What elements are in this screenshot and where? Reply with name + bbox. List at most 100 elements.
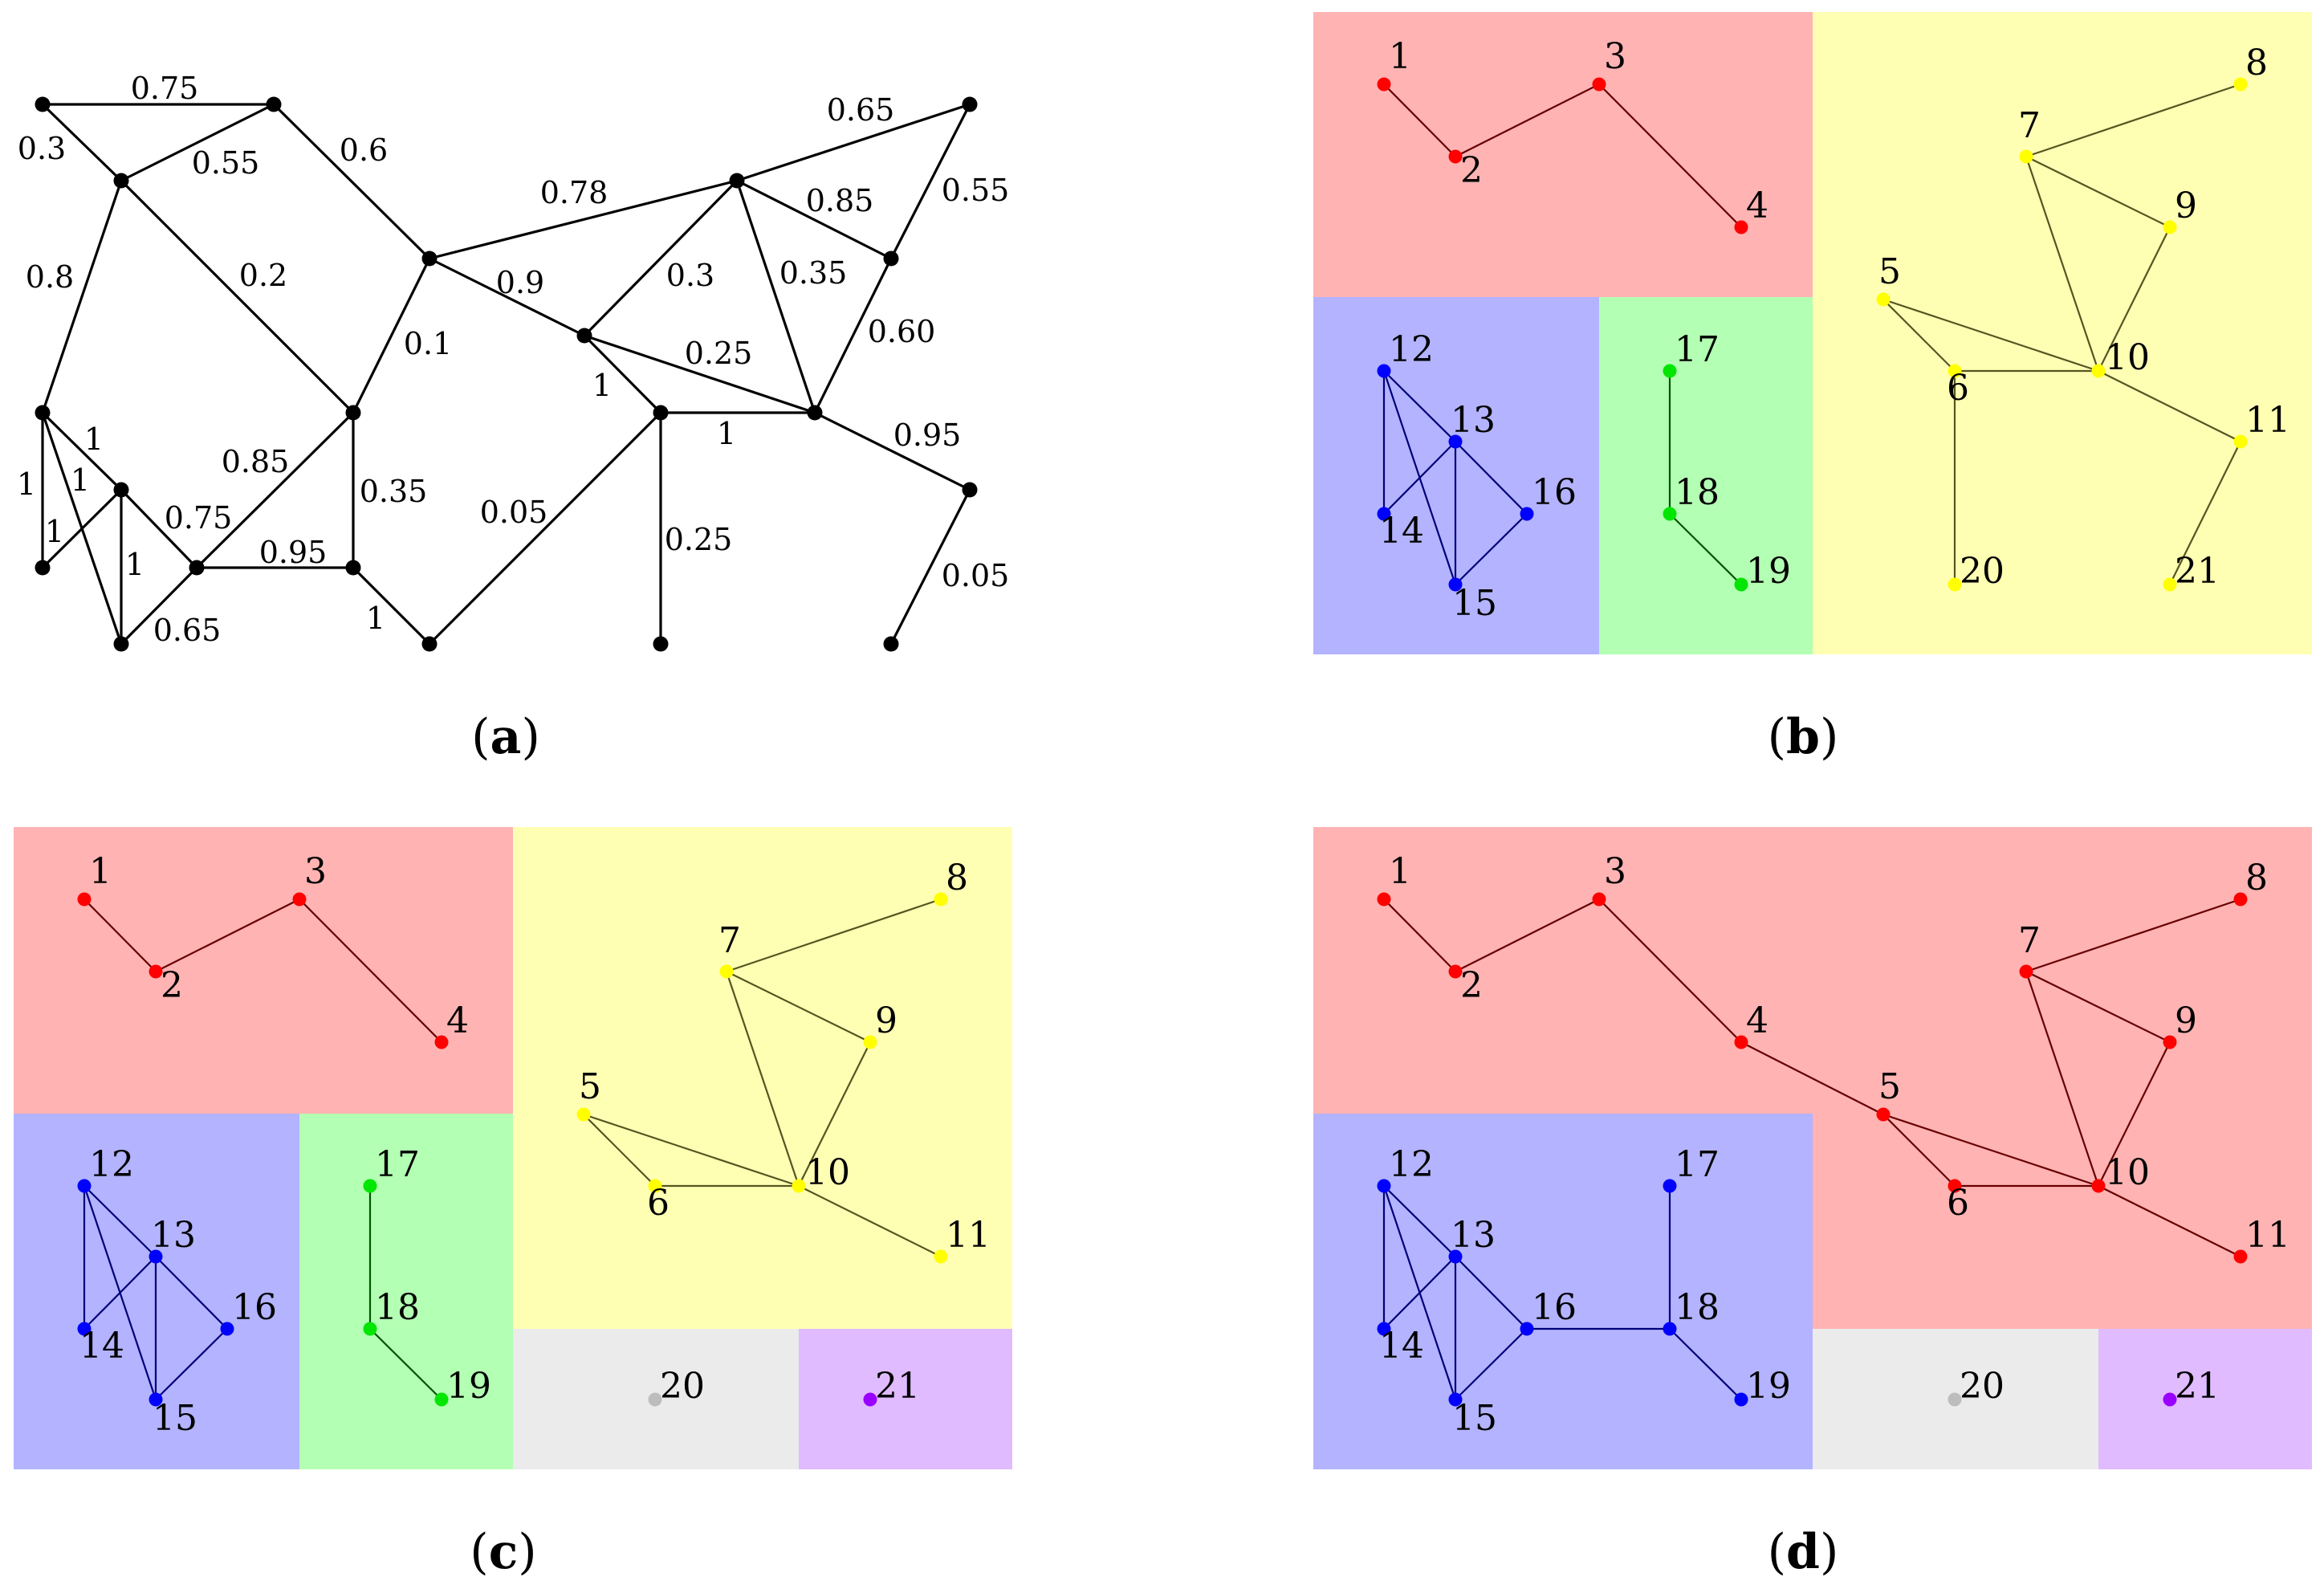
- panel-b-edge-9-10: [2098, 226, 2171, 372]
- panel-d-node-label-14: 14: [1379, 1326, 1424, 1367]
- edge-a-e10: [736, 103, 971, 182]
- panel-c-node-4: [434, 1035, 449, 1049]
- edge-a-e16: [584, 334, 816, 414]
- panel-d-edge-5-6: [1882, 1114, 1956, 1187]
- node-a20: [962, 482, 978, 498]
- panel-c-edge-7-8: [726, 898, 942, 973]
- panel-c-edge-7-10: [725, 971, 800, 1187]
- edge-a-e11: [736, 179, 892, 260]
- panel-c-node-label-17: 17: [375, 1144, 420, 1185]
- edge-weight-label-a-e30: 1: [71, 462, 90, 498]
- edge-weight-label-a-e8: 0.78: [540, 175, 608, 210]
- panel-c-node-21: [863, 1392, 877, 1407]
- edge-weight-label-a-e27: 0.75: [165, 500, 233, 536]
- panel-c-node-label-15: 15: [153, 1398, 197, 1439]
- panel-c-node-label-20: 20: [660, 1366, 705, 1407]
- panel-d-node-label-16: 16: [1532, 1287, 1577, 1328]
- edge-weight-label-a-e1: 0.75: [131, 71, 199, 106]
- node-a2: [266, 96, 282, 112]
- panel-c-node-17: [363, 1179, 377, 1193]
- panel-b-region-green: [1599, 297, 1813, 654]
- edge-weight-label-a-e16: 0.25: [685, 336, 753, 371]
- panel-c-node-label-13: 13: [151, 1215, 196, 1256]
- edge-weight-label-a-e29: 1: [17, 466, 36, 502]
- panel-c-node-10: [792, 1179, 806, 1193]
- panel-b-node-label-4: 4: [1746, 185, 1768, 226]
- panel-d-node-label-7: 7: [2018, 920, 2041, 961]
- panel-b-node-label-16: 16: [1532, 472, 1577, 513]
- panel-b-edge-15-16: [1455, 513, 1528, 585]
- edge-a-e14: [735, 180, 816, 414]
- panel-b-node-10: [2091, 364, 2106, 378]
- panel-d-node-18: [1663, 1322, 1677, 1336]
- panel-d-node-label-9: 9: [2175, 1000, 2197, 1041]
- panel-b-node-19: [1734, 577, 1748, 592]
- panel-b-node-15: [1448, 577, 1463, 592]
- panel-b-node-label-11: 11: [2245, 400, 2290, 441]
- panel-b-edge-13-16: [1455, 441, 1528, 515]
- panel-b-edge-1-2: [1383, 84, 1456, 157]
- panel-b-node-label-14: 14: [1379, 511, 1424, 552]
- panel-b-node-label-19: 19: [1746, 551, 1791, 592]
- node-a17: [653, 405, 669, 421]
- panel-c-edge-13-14: [83, 1256, 157, 1330]
- panel-d-edge-4-5: [1740, 1041, 1884, 1115]
- edge-a-e22: [428, 411, 662, 646]
- panel-d-node-1: [1377, 892, 1391, 907]
- panel-d-node-label-19: 19: [1746, 1366, 1791, 1407]
- edge-a-e2: [41, 103, 123, 182]
- node-a7: [189, 560, 205, 576]
- panel-c-node-20: [648, 1392, 662, 1407]
- panel-d-edge-9-10: [2098, 1041, 2171, 1187]
- edge-a-e4: [272, 103, 431, 260]
- panel-c-node-13: [149, 1249, 163, 1264]
- panel-d-node-label-1: 1: [1389, 851, 1411, 892]
- panel-b-node-12: [1377, 364, 1391, 378]
- panel-c-edge-13-16: [155, 1256, 228, 1330]
- edge-weight-label-a-e24: 0.35: [360, 474, 428, 509]
- edge-weight-label-a-e26: 0.95: [259, 535, 328, 570]
- panel-d-node-label-5: 5: [1878, 1066, 1901, 1107]
- panel-c-node-label-10: 10: [805, 1152, 850, 1193]
- node-a16: [883, 251, 899, 267]
- panel-b-node-label-8: 8: [2245, 43, 2268, 84]
- panel-d-edge-2-3: [1455, 898, 1600, 972]
- node-a19: [653, 636, 669, 652]
- edge-weight-label-a-e23: 1: [366, 601, 385, 636]
- panel-d-node-3: [1592, 892, 1606, 907]
- node-a12: [421, 636, 438, 652]
- panel-b-node-1: [1377, 77, 1391, 92]
- edge-weight-label-a-e7: 0.1: [404, 326, 452, 361]
- panel-d-node-16: [1520, 1322, 1534, 1336]
- edge-a-e12: [889, 104, 971, 259]
- panel-b-region-red: [1313, 12, 1813, 297]
- panel-b-node-label-3: 3: [1604, 36, 1626, 77]
- panel-b-node-18: [1663, 507, 1677, 521]
- panel-d-edge-15-16: [1455, 1328, 1528, 1400]
- panel-c-node-label-2: 2: [161, 965, 183, 1006]
- panel-b-node-2: [1448, 149, 1463, 164]
- panel-c-edge-5-10: [583, 1113, 800, 1188]
- node-a8: [35, 560, 51, 576]
- panel-b-node-17: [1663, 364, 1677, 378]
- edge-a-e8: [429, 179, 738, 260]
- panel-d-node-15: [1448, 1392, 1463, 1407]
- panel-c-node-6: [648, 1179, 662, 1193]
- panel-c-region-purple: [799, 1329, 1012, 1469]
- edge-a-e17: [583, 334, 662, 414]
- panel-c-regions: [14, 827, 1012, 1469]
- node-a13: [576, 328, 592, 344]
- panel-b-node-6: [1948, 364, 1962, 378]
- panel-c-node-label-4: 4: [446, 1000, 469, 1041]
- panel-d-node-14: [1377, 1322, 1391, 1336]
- panel-c-node-label-21: 21: [875, 1366, 920, 1407]
- panel-d-node-label-10: 10: [2105, 1152, 2150, 1193]
- edge-a-e23: [352, 566, 431, 646]
- edge-weight-label-a-e17: 1: [592, 368, 612, 403]
- edge-a-e6: [120, 179, 355, 414]
